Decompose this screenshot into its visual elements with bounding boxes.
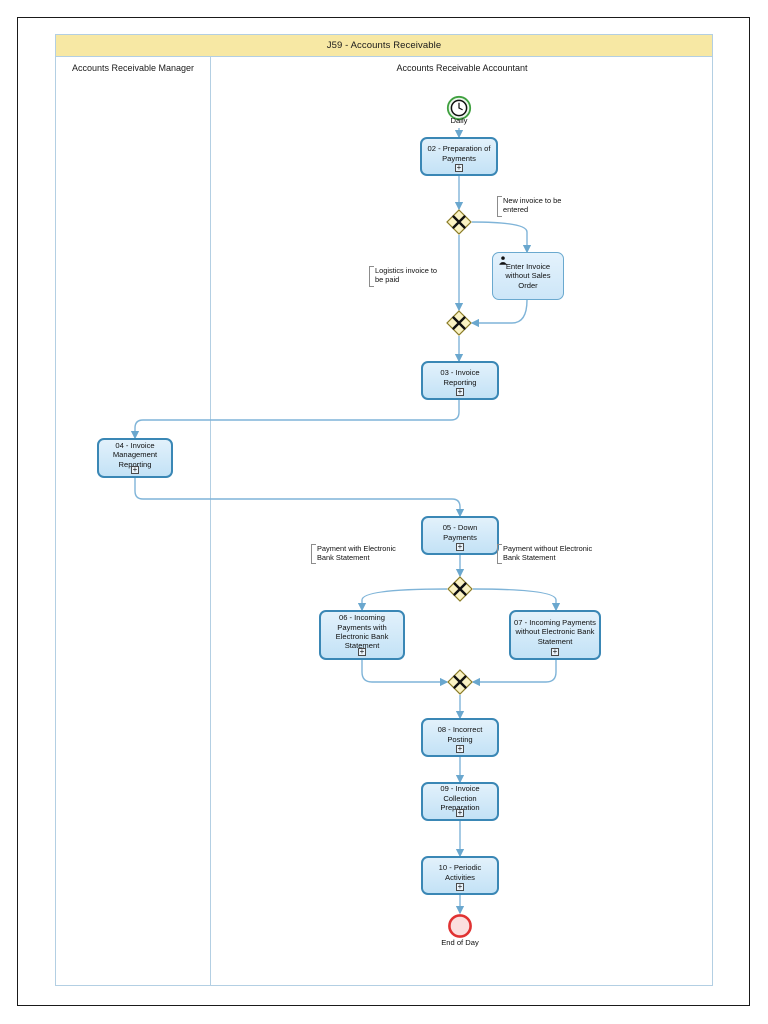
exclusive-gateway-icon xyxy=(446,310,472,336)
exclusive-gateway-icon xyxy=(447,576,473,602)
task-09-invoice-collection-preparation[interactable]: 09 - Invoice Collection Preparation xyxy=(421,782,499,821)
annotation-logistics-invoice: Logistics invoice to be paid xyxy=(369,266,441,287)
task-04-invoice-management-reporting[interactable]: 04 - Invoice Management Reporting xyxy=(97,438,173,478)
clock-icon xyxy=(446,95,472,121)
manual-task-enter-invoice-without-sales-order[interactable]: Enter Invoice without Sales Order xyxy=(492,252,564,300)
exclusive-gateway-1[interactable] xyxy=(446,209,472,235)
end-event-label: End of Day xyxy=(441,938,479,947)
annotation-payment-without-ebs: Payment without Electronic Bank Statemen… xyxy=(497,544,601,564)
task-label: 08 - Incorrect Posting xyxy=(437,725,483,744)
lane-divider xyxy=(210,57,211,985)
task-05-down-payments[interactable]: 05 - Down Payments xyxy=(421,516,499,555)
exclusive-gateway-3[interactable] xyxy=(447,576,473,602)
lane-label-accountant: Accounts Receivable Accountant xyxy=(396,63,528,73)
start-event-label: Daily xyxy=(450,116,468,125)
annotation-payment-with-ebs: Payment with Electronic Bank Statement xyxy=(311,544,407,564)
end-event-end-of-day[interactable] xyxy=(447,913,473,939)
task-03-invoice-reporting[interactable]: 03 - Invoice Reporting xyxy=(421,361,499,400)
task-label: 03 - Invoice Reporting xyxy=(440,368,480,387)
task-label: 06 - Incoming Payments with Electronic B… xyxy=(335,613,389,651)
subprocess-expand-marker[interactable] xyxy=(456,388,464,396)
task-label: 02 - Preparation of Payments xyxy=(427,144,491,163)
exclusive-gateway-4[interactable] xyxy=(447,669,473,695)
task-08-incorrect-posting[interactable]: 08 - Incorrect Posting xyxy=(421,718,499,757)
task-label: 07 - Incoming Payments without Electroni… xyxy=(514,617,596,646)
exclusive-gateway-2[interactable] xyxy=(446,310,472,336)
end-circle-icon xyxy=(448,914,472,938)
subprocess-expand-marker[interactable] xyxy=(131,466,139,474)
task-06-incoming-payments-with-ebs[interactable]: 06 - Incoming Payments with Electronic B… xyxy=(319,610,405,660)
subprocess-expand-marker[interactable] xyxy=(358,648,366,656)
task-10-periodic-activities[interactable]: 10 - Periodic Activities xyxy=(421,856,499,895)
subprocess-expand-marker[interactable] xyxy=(456,809,464,817)
exclusive-gateway-icon xyxy=(446,209,472,235)
lane-label-manager: Accounts Receivable Manager xyxy=(71,63,195,73)
person-icon xyxy=(499,256,507,265)
subprocess-expand-marker[interactable] xyxy=(456,543,464,551)
pool-accounts-receivable: J59 - Accounts Receivable Accounts Recei… xyxy=(55,34,713,986)
start-event-daily[interactable] xyxy=(446,95,472,121)
subprocess-expand-marker[interactable] xyxy=(551,648,559,656)
subprocess-expand-marker[interactable] xyxy=(455,164,463,172)
task-label: 05 - Down Payments xyxy=(442,523,478,542)
pool-title: J59 - Accounts Receivable xyxy=(56,35,712,57)
annotation-new-invoice: New invoice to be entered xyxy=(497,196,571,217)
exclusive-gateway-icon xyxy=(447,669,473,695)
subprocess-expand-marker[interactable] xyxy=(456,745,464,753)
task-02-preparation-of-payments[interactable]: 02 - Preparation of Payments xyxy=(420,137,498,176)
manual-task-label: Enter Invoice without Sales Order xyxy=(505,261,551,290)
task-label: 10 - Periodic Activities xyxy=(438,863,482,882)
task-07-incoming-payments-without-ebs[interactable]: 07 - Incoming Payments without Electroni… xyxy=(509,610,601,660)
subprocess-expand-marker[interactable] xyxy=(456,883,464,891)
